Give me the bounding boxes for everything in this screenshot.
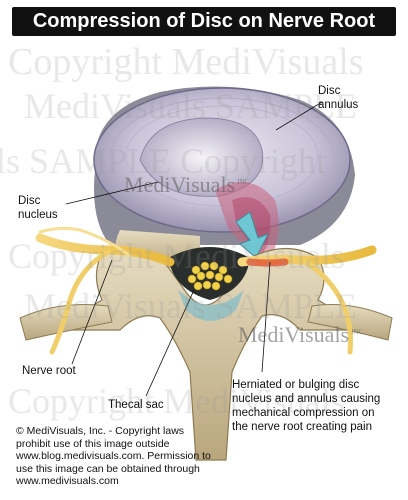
leader-lines [65,101,323,397]
nerve-rootlets [187,261,233,291]
page-title: Compression of Disc on Nerve Root [12,7,396,36]
disc-annulus-ring [109,97,335,219]
label-thecal-sac: Thecal sac [108,399,164,411]
compression-arrow [235,211,270,259]
nerve-root-right-compressed [246,258,289,267]
logo-text: MediVisuals [124,172,236,197]
nerve-root-left-branch [49,249,111,355]
label-disc-annulus: Disc annulus [318,85,359,111]
nerve-root-left-fine [38,226,132,258]
nerve-root-left [35,233,175,267]
nerve-root-right-branch [303,259,353,355]
copyright-note: © MediVisuals, Inc. - Copyright laws pro… [16,425,211,487]
logo-suffix: INC [237,177,250,186]
disc-nucleus [139,117,264,197]
spinal-canal-blue [178,290,244,321]
label-disc-nucleus: Disc nucleus [18,195,58,221]
logo-suffix-lower: INC [351,327,364,336]
label-nerve-root: Nerve root [22,365,76,377]
label-herniation: Herniated or bulging disc nucleus and an… [232,379,381,433]
logo-text-lower: MediVisuals [238,322,350,347]
